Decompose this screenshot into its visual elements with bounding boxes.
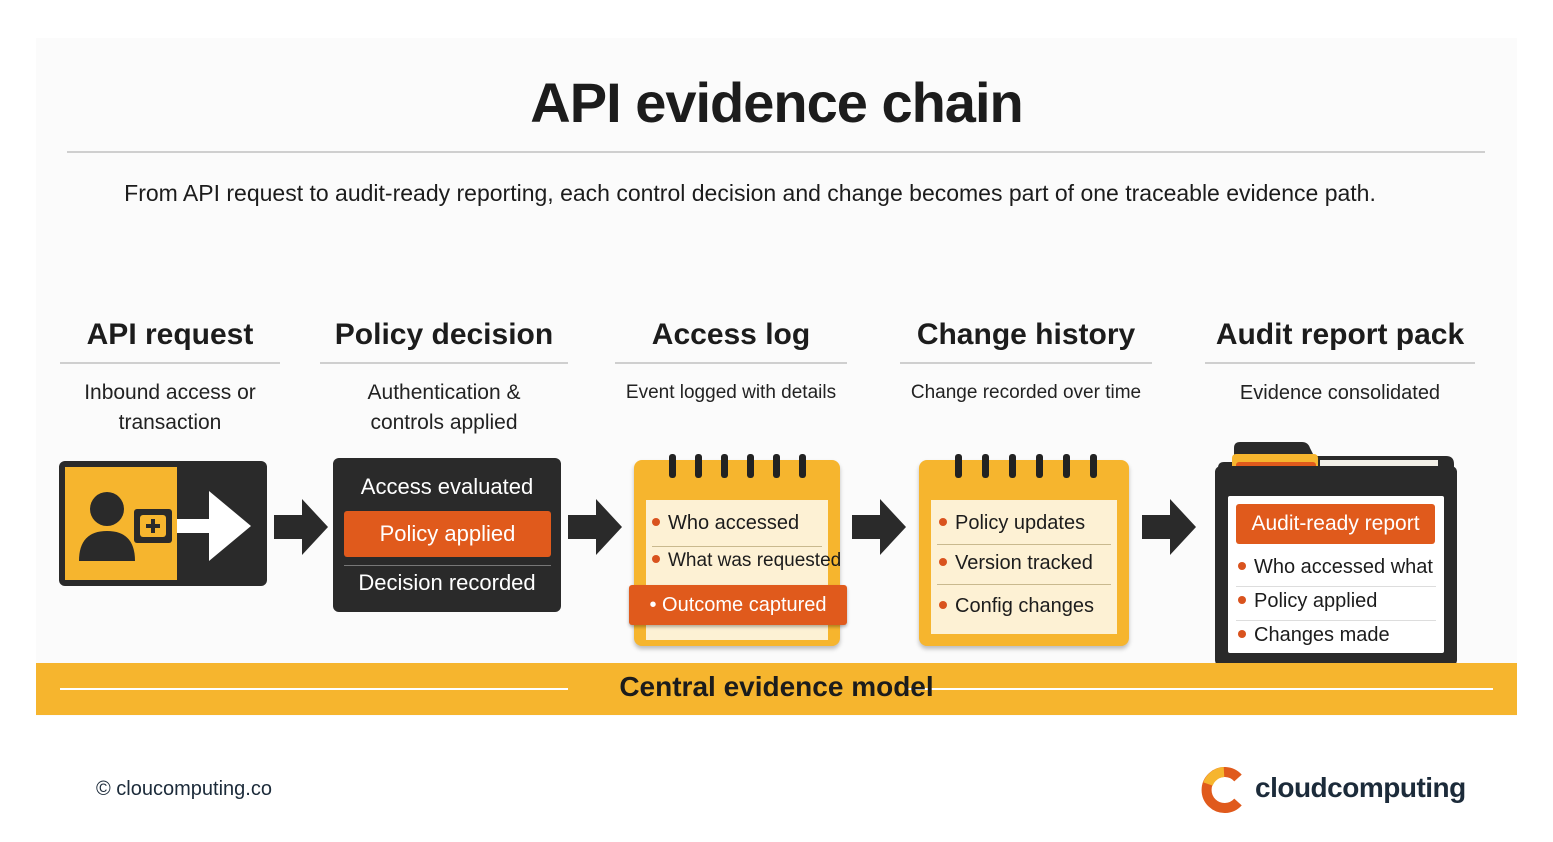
- change-item: Config changes: [939, 595, 1094, 618]
- decision-recorded-text: Decision recorded: [358, 570, 536, 595]
- bullet-icon: [652, 517, 660, 526]
- bullet-icon: [652, 554, 660, 563]
- audit-item: Changes made: [1238, 624, 1390, 647]
- binder-ring-icon: [747, 454, 754, 478]
- step-title: API request: [86, 318, 254, 351]
- step-title: Policy decision: [334, 318, 554, 351]
- step-audit-report-pack: Audit report pack Evidence consolidated: [1205, 318, 1475, 408]
- policy-decision-card: Access evaluated Policy applied Decision…: [333, 458, 561, 612]
- line-divider: [937, 544, 1111, 545]
- bullet-icon: [1238, 561, 1246, 570]
- flow-arrow-icon: [568, 499, 622, 555]
- report-sheet: Audit-ready report Who accessed what Pol…: [1228, 496, 1444, 653]
- line-divider: [1236, 586, 1436, 587]
- step-title: Access log: [651, 318, 811, 351]
- binder-ring-icon: [799, 454, 806, 478]
- line-divider: [1236, 620, 1436, 621]
- audit-report-folder: Audit-ready report Who accessed what Pol…: [1215, 466, 1457, 666]
- audit-item: Who accessed what: [1238, 556, 1433, 579]
- bullet-icon: [939, 517, 947, 526]
- step-description: Authentication & controls applied: [367, 381, 521, 434]
- audit-item: Policy applied: [1238, 590, 1377, 613]
- binder-ring-icon: [1036, 454, 1043, 478]
- change-item: Version tracked: [939, 552, 1093, 575]
- band-line-right: [908, 688, 1493, 690]
- bullet-icon: [939, 557, 947, 566]
- step-divider: [900, 362, 1152, 364]
- step-description: Change recorded over time: [910, 382, 1142, 403]
- api-request-card: [59, 461, 267, 586]
- step-divider: [60, 362, 280, 364]
- step-title: Change history: [916, 318, 1136, 351]
- brand-c-icon: [1201, 767, 1242, 813]
- band-line-left: [60, 688, 568, 690]
- step-divider: [615, 362, 847, 364]
- flow-arrow-icon: [1142, 499, 1196, 555]
- change-item: Policy updates: [939, 512, 1085, 535]
- flow-arrow-icon: [274, 499, 328, 555]
- step-policy-decision: Policy decision Authentication & control…: [320, 318, 568, 438]
- binder-ring-icon: [1090, 454, 1097, 478]
- page-title: API evidence chain: [530, 71, 1023, 134]
- step-divider: [320, 362, 568, 364]
- binder-ring-icon: [982, 454, 989, 478]
- central-evidence-band: Central evidence model: [36, 663, 1517, 715]
- policy-applied-badge: Policy applied: [344, 511, 551, 557]
- bullet-icon: [939, 600, 947, 609]
- line-divider: [652, 546, 822, 547]
- central-evidence-label: Central evidence model: [619, 671, 934, 702]
- binder-ring-icon: [773, 454, 780, 478]
- step-description: Event logged with details: [625, 382, 837, 403]
- audit-ready-report-header: Audit-ready report: [1236, 504, 1435, 544]
- bullet-icon: [1238, 595, 1246, 604]
- step-access-log: Access log Event logged with details: [615, 318, 847, 408]
- step-title: Audit report pack: [1215, 318, 1465, 351]
- step-divider: [1205, 362, 1475, 364]
- step-description: Inbound access or transaction: [84, 381, 256, 434]
- step-api-request: API request Inbound access or transactio…: [60, 318, 280, 438]
- page-subtitle: From API request to audit-ready reportin…: [124, 180, 1376, 206]
- step-description: Evidence consolidated: [1239, 382, 1441, 404]
- binder-ring-icon: [955, 454, 962, 478]
- binder-ring-icon: [1063, 454, 1070, 478]
- notepad-page: Policy updates Version tracked Config ch…: [931, 500, 1117, 634]
- line-divider: [937, 584, 1111, 585]
- log-item: Who accessed: [652, 512, 799, 535]
- log-item: What was requested: [652, 550, 841, 572]
- outcome-captured-badge: • Outcome captured: [629, 585, 847, 625]
- binder-ring-icon: [721, 454, 728, 478]
- binder-ring-icon: [1009, 454, 1016, 478]
- flow-arrow-icon: [852, 499, 906, 555]
- binder-ring-icon: [695, 454, 702, 478]
- binder-ring-icon: [669, 454, 676, 478]
- step-change-history: Change history Change recorded over time: [900, 318, 1152, 408]
- bullet-icon: [1238, 629, 1246, 638]
- change-history-notepad: Policy updates Version tracked Config ch…: [919, 454, 1129, 646]
- brand-name: cloudcomputing: [1255, 772, 1466, 803]
- title-divider: [67, 151, 1485, 153]
- access-evaluated-text: Access evaluated: [360, 474, 534, 499]
- user-request-icon: [65, 467, 251, 580]
- card-divider: [344, 565, 551, 566]
- copyright-text: © cloucomputing.co: [96, 778, 272, 800]
